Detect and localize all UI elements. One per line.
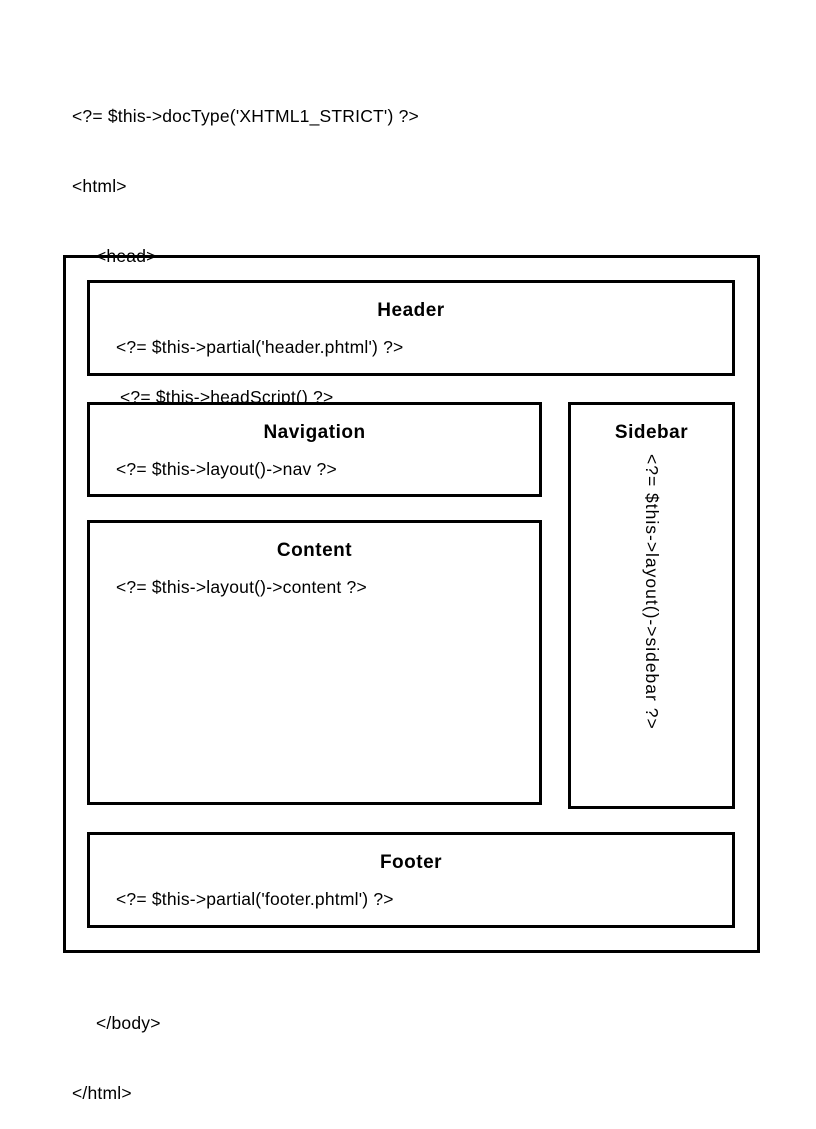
content-box-code: <?= $this->layout()->content ?>	[116, 577, 367, 597]
code-line-headscript: <?= $this->headScript() ?>	[120, 386, 334, 407]
sidebar-box-title: Sidebar	[614, 422, 689, 443]
content-box-title: Content	[276, 540, 353, 561]
footer-box: Footer <?= $this->partial('footer.phtml'…	[87, 832, 735, 928]
header-box: Header <?= $this->partial('header.phtml'…	[87, 280, 735, 376]
sidebar-box-vertical-code: <?= $this->layout()->sidebar ?>	[642, 454, 662, 730]
code-line-doctype: <?= $this->docType('XHTML1_STRICT') ?>	[72, 105, 419, 126]
sidebar-box: Sidebar <?= $this->layout()->sidebar ?>	[568, 402, 735, 809]
header-box-title: Header	[377, 300, 445, 321]
content-box: Content <?= $this->layout()->content ?>	[87, 520, 542, 805]
footer-box-code: <?= $this->partial('footer.phtml') ?>	[116, 889, 394, 909]
code-line-html-open: <html>	[72, 176, 127, 197]
footer-box-title: Footer	[379, 852, 443, 873]
navigation-box-code: <?= $this->layout()->nav ?>	[116, 459, 337, 479]
navigation-box-title: Navigation	[263, 422, 366, 443]
code-line-body-close: </body>	[96, 1012, 161, 1033]
bottom-code-block: </body> </html>	[72, 965, 161, 1129]
header-box-code: <?= $this->partial('header.phtml') ?>	[116, 337, 404, 357]
body-outer-box	[63, 255, 760, 953]
code-line-html-close: </html>	[72, 1083, 132, 1104]
navigation-box: Navigation <?= $this->layout()->nav ?>	[87, 402, 542, 497]
